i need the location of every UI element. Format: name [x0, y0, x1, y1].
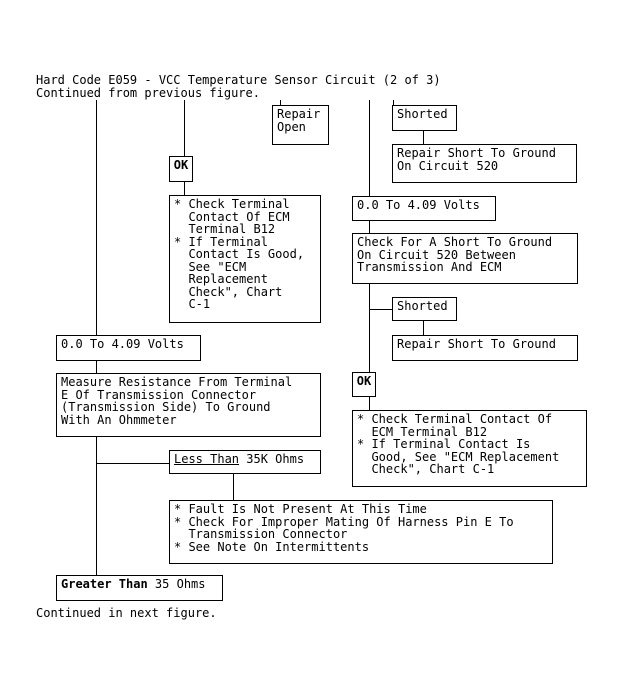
greater-than-box: Greater Than 35 Ohms — [56, 575, 223, 601]
continued-from-previous: Continued from previous figure. — [36, 86, 260, 100]
less-than-value: 35K Ohms — [239, 452, 305, 466]
check-short-520-box: Check For A Short To Ground On Circuit 5… — [352, 233, 578, 284]
greater-than-value: 35 Ohms — [147, 577, 206, 591]
shorted-box-1: Shorted — [392, 105, 457, 131]
ok-box-1: OK — [169, 156, 193, 182]
repair-short-520-box: Repair Short To Ground On Circuit 520 — [392, 144, 577, 183]
check-terminal-box-2: * Check Terminal Contact Of ECM Terminal… — [352, 410, 587, 487]
repair-short-ground-box: Repair Short To Ground — [392, 335, 578, 361]
check-terminal-box-1: * Check Terminal Contact Of ECM Terminal… — [169, 195, 321, 323]
fault-not-present-box: * Fault Is Not Present At This Time * Ch… — [169, 500, 553, 564]
diagram-title: Hard Code E059 - VCC Temperature Sensor … — [36, 73, 441, 87]
ok-box-2: OK — [352, 372, 376, 397]
shorted-box-2: Shorted — [392, 297, 457, 321]
greater-than-label: Greater Than — [61, 577, 148, 591]
volts-right-box: 0.0 To 4.09 Volts — [352, 196, 496, 221]
measure-resistance-box: Measure Resistance From Terminal E Of Tr… — [56, 373, 321, 437]
volts-left-box: 0.0 To 4.09 Volts — [56, 335, 201, 361]
less-than-box: Less Than 35K Ohms — [169, 450, 321, 474]
repair-open-box: Repair Open — [272, 105, 329, 145]
continued-in-next: Continued in next figure. — [36, 606, 217, 620]
less-than-label: Less Than — [174, 452, 240, 466]
